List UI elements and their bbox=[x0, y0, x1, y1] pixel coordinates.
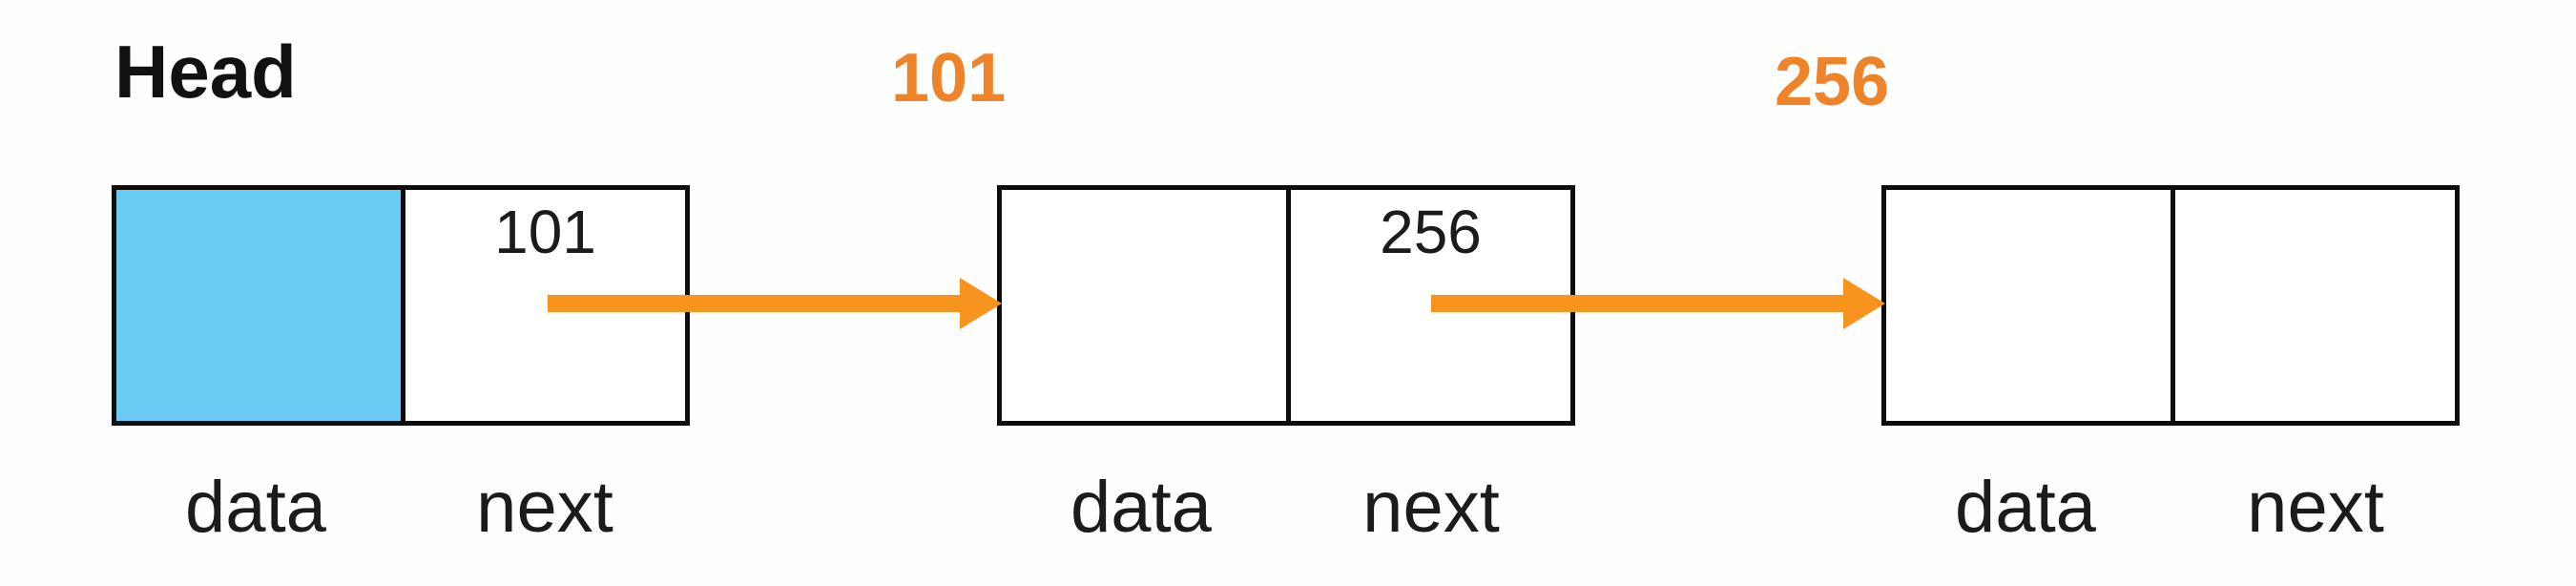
node3-data-label: data bbox=[1955, 467, 2096, 548]
arrow-head-icon bbox=[1843, 278, 1885, 329]
list-node-3 bbox=[1881, 185, 2460, 426]
node3-next-value bbox=[2175, 190, 2455, 201]
arrow-shaft bbox=[1431, 295, 1843, 312]
next-pointer-arrow-2 bbox=[1431, 278, 1885, 329]
node2-next-label: next bbox=[1362, 467, 1500, 548]
node3-data-cell bbox=[1886, 190, 2171, 421]
node2-next-value: 256 bbox=[1380, 198, 1482, 266]
node1-data-cell bbox=[116, 190, 401, 421]
head-pointer-label: Head bbox=[114, 30, 297, 114]
next-pointer-arrow-1 bbox=[548, 278, 1002, 329]
node1-next-value: 101 bbox=[494, 198, 596, 266]
arrow-head-icon bbox=[960, 278, 1002, 329]
node1-next-label: next bbox=[476, 467, 613, 548]
node2-address-label: 101 bbox=[891, 40, 1007, 116]
node3-data-value bbox=[1886, 190, 2171, 201]
node2-data-value bbox=[1002, 190, 1286, 201]
node2-data-label: data bbox=[1070, 467, 1212, 548]
node1-data-value bbox=[116, 190, 401, 201]
node1-next-cell: 101 bbox=[401, 190, 685, 421]
node2-next-cell: 256 bbox=[1286, 190, 1570, 421]
node3-address-label: 256 bbox=[1775, 44, 1890, 120]
arrow-shaft bbox=[548, 295, 960, 312]
node3-next-cell bbox=[2171, 190, 2455, 421]
node2-data-cell bbox=[1002, 190, 1286, 421]
node1-data-label: data bbox=[185, 467, 326, 548]
node3-next-label: next bbox=[2247, 467, 2384, 548]
